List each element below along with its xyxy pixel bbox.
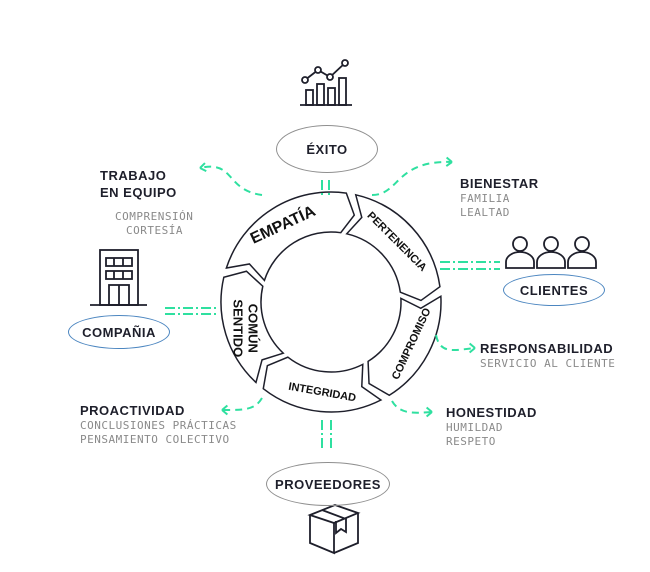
ring-segment-integridad bbox=[262, 356, 383, 413]
node-exito-label: ÉXITO bbox=[306, 141, 348, 157]
node-compania: COMPAÑIA bbox=[68, 315, 170, 349]
value-sub: Cortesía bbox=[126, 224, 183, 237]
value-sub: Comprensión bbox=[115, 210, 194, 223]
ring-segment-sentido-comun bbox=[220, 270, 285, 384]
value-proactividad: PROACTIVIDAD Conclusiones prácticas Pens… bbox=[80, 402, 237, 447]
value-title: TRABAJO bbox=[100, 168, 167, 183]
value-sub: Familia bbox=[460, 192, 510, 205]
ring-segment-empatia bbox=[225, 191, 356, 282]
value-title: PROACTIVIDAD bbox=[80, 403, 185, 418]
ring-label-sentido-comun: COMÚN bbox=[245, 304, 260, 353]
connectors bbox=[165, 156, 500, 448]
chart-icon bbox=[300, 59, 352, 106]
node-proveedores-label: PROVEEDORES bbox=[275, 476, 381, 492]
node-compania-label: COMPAÑIA bbox=[82, 324, 156, 340]
ring-segment-compromiso bbox=[367, 294, 442, 397]
building-icon bbox=[90, 249, 147, 306]
value-trabajo: TRABAJO EN EQUIPO bbox=[100, 167, 177, 201]
value-honestidad: HONESTIDAD Humildad Respeto bbox=[446, 404, 537, 449]
value-sub: Lealtad bbox=[460, 206, 510, 219]
value-responsabilidad: RESPONSABILIDAD Servicio al cliente bbox=[480, 340, 615, 371]
value-sub: Conclusiones prácticas bbox=[80, 419, 237, 432]
value-sub: Servicio al cliente bbox=[480, 357, 616, 370]
value-sub: Humildad bbox=[446, 421, 503, 434]
value-title: BIENESTAR bbox=[460, 176, 539, 191]
value-title: RESPONSABILIDAD bbox=[480, 341, 614, 356]
value-trabajo-subs: Comprensión Cortesía bbox=[115, 210, 194, 238]
ring-label-sentido-comun: SENTIDO bbox=[230, 299, 245, 357]
people-icon bbox=[505, 236, 597, 269]
node-clientes: CLIENTES bbox=[503, 274, 605, 306]
ring-segment-pertenencia bbox=[345, 193, 441, 302]
value-title: EN EQUIPO bbox=[100, 185, 177, 200]
node-clientes-label: CLIENTES bbox=[519, 282, 589, 298]
node-proveedores: PROVEEDORES bbox=[266, 462, 390, 506]
value-bienestar: BIENESTAR Familia Lealtad bbox=[460, 175, 539, 220]
value-sub: Pensamiento colectivo bbox=[80, 433, 230, 446]
box-icon bbox=[307, 504, 361, 555]
value-sub: Respeto bbox=[446, 435, 496, 448]
value-title: HONESTIDAD bbox=[446, 405, 537, 420]
node-exito: ÉXITO bbox=[276, 125, 378, 173]
